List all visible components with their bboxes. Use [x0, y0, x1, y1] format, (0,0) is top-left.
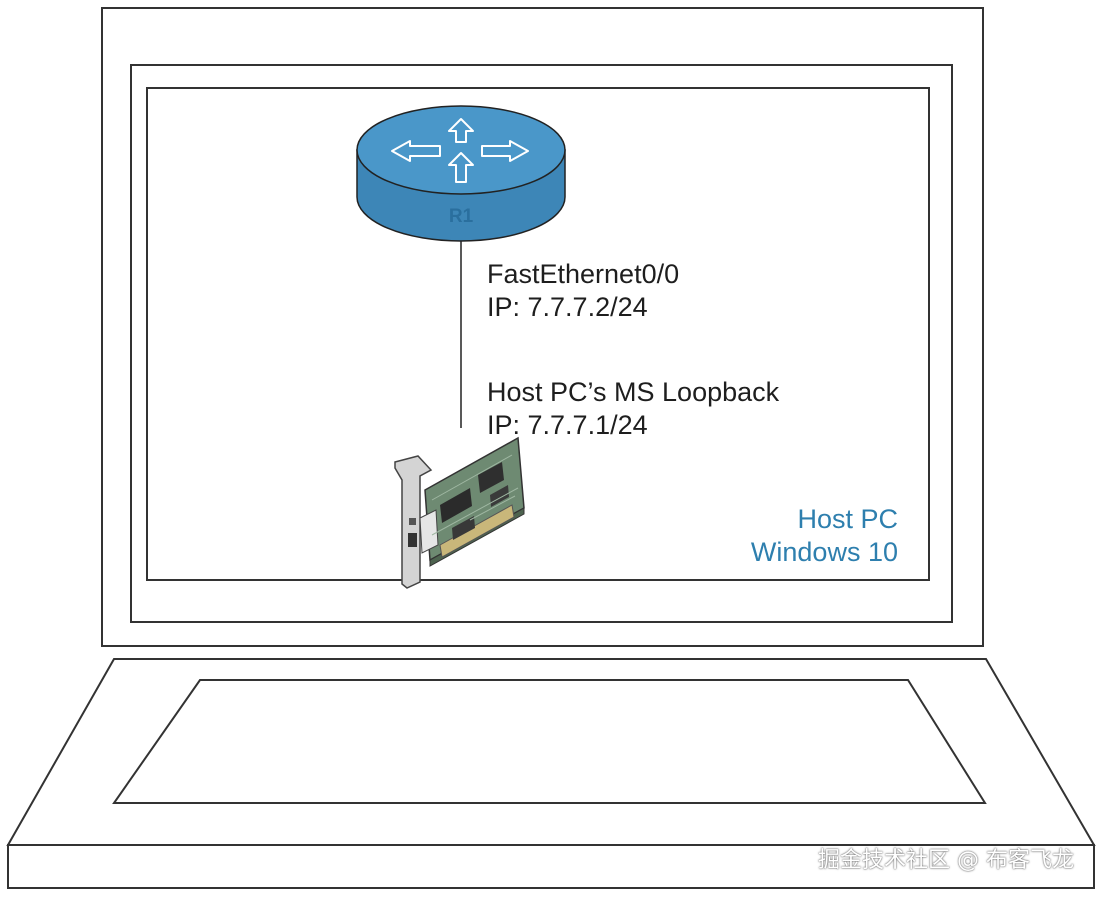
host-interface-ip: IP: 7.7.7.1/24	[487, 409, 648, 440]
router-interface-name: FastEthernet0/0	[487, 259, 680, 289]
router-icon: R1	[356, 105, 566, 242]
host-pc-title: Host PC	[797, 504, 898, 534]
nic-traces	[431, 454, 519, 536]
nic-port-1	[409, 518, 416, 525]
laptop-screen	[146, 87, 930, 581]
laptop-front-edge	[7, 844, 1095, 889]
host-interface-label: Host PC’s MS Loopback IP: 7.7.7.1/24	[487, 376, 779, 442]
router-interface-ip: IP: 7.7.7.2/24	[487, 291, 648, 322]
laptop-lid	[101, 7, 984, 647]
nic-chip-2	[478, 462, 504, 493]
network-card-icon	[394, 436, 525, 589]
nic-chip-3	[490, 485, 509, 507]
host-interface-name: Host PC’s MS Loopback	[487, 377, 780, 407]
host-pc-label: Host PC Windows 10	[751, 503, 898, 569]
laptop-touchpad-area	[112, 679, 987, 804]
router-top	[356, 105, 566, 195]
nic-jack	[419, 509, 439, 554]
host-pc-os: Windows 10	[750, 536, 898, 567]
watermark: 掘金技术社区 @ 布客飞龙	[818, 848, 1074, 873]
laptop-base	[6, 658, 1096, 846]
router-interface-label: FastEthernet0/0 IP: 7.7.7.2/24	[487, 258, 679, 324]
nic-chip-4	[452, 516, 475, 540]
laptop-screen-bezel	[130, 64, 953, 623]
nic-connector	[439, 504, 515, 558]
router-arrows-icon	[391, 118, 529, 183]
nic-chip-1	[440, 488, 472, 523]
laptop-icon	[6, 7, 1096, 889]
nic-port-2	[408, 533, 417, 547]
router-label: R1	[449, 206, 474, 227]
